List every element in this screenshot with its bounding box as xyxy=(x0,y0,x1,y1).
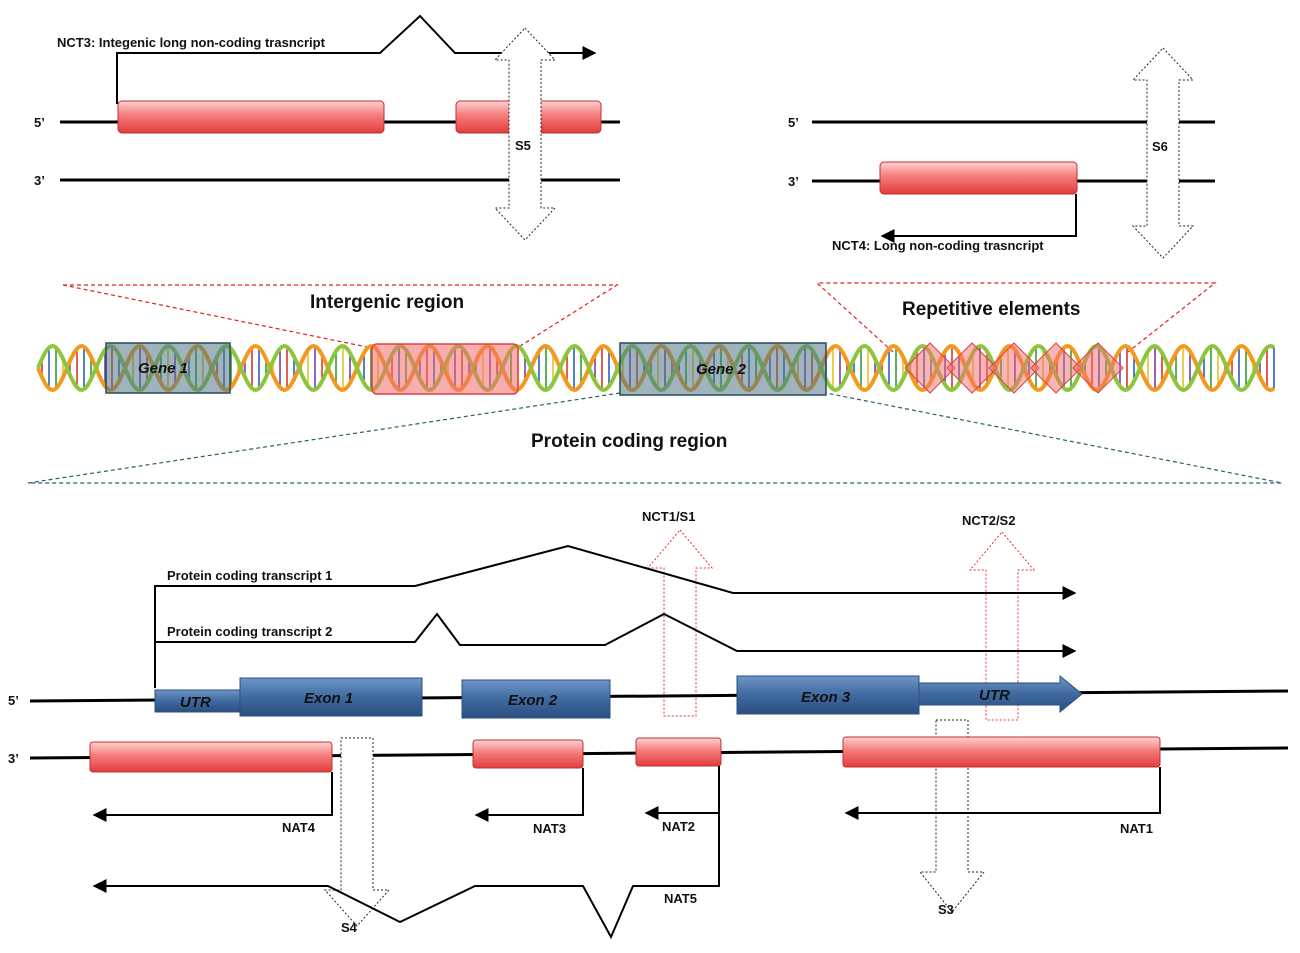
protein-coding-region-label: Protein coding region xyxy=(531,431,727,452)
repeat-diamond xyxy=(946,342,998,394)
nct2-s2-arrow-icon xyxy=(968,531,1036,721)
exon2-label: Exon 2 xyxy=(508,692,558,709)
repetitive-zoom-lines xyxy=(815,282,1217,353)
nct2-s2-label: NCT2/S2 xyxy=(962,513,1015,528)
five-prime-label-top-left: 5’ xyxy=(34,115,45,130)
nct3-exon-1 xyxy=(117,100,385,134)
nct3-label: NCT3: Integenic long non-coding trasncri… xyxy=(57,35,326,50)
pct2-label: Protein coding transcript 2 xyxy=(167,624,332,639)
nct3-transcript-line xyxy=(116,14,597,104)
s6-double-arrow-icon xyxy=(1131,47,1195,259)
pct2-transcript-line xyxy=(155,612,1077,658)
nct4-label: NCT4: Long non-coding trasncript xyxy=(832,238,1044,253)
repetitive-element-diamonds xyxy=(904,342,1124,394)
five-prime-label-bottom: 5’ xyxy=(8,693,19,708)
nat1-transcript-line xyxy=(844,767,1161,820)
s6-label: S6 xyxy=(1152,139,1168,154)
intergenic-region-label: Intergenic region xyxy=(310,292,464,313)
s4-label: S4 xyxy=(341,920,358,935)
nat1-label: NAT1 xyxy=(1120,821,1153,836)
intergenic-zoom-line-left xyxy=(62,284,373,349)
pct1-transcript-line xyxy=(154,544,1077,688)
nat5-label: NAT5 xyxy=(664,891,697,906)
three-prime-label-top-right: 3’ xyxy=(788,174,799,189)
repetitive-elements-label: Repetitive elements xyxy=(902,299,1080,320)
s5-label: S5 xyxy=(515,138,531,153)
exon1-label: Exon 1 xyxy=(304,690,353,707)
top-left-panel: NCT3: Integenic long non-coding trasncri… xyxy=(34,14,620,241)
nat3-exon xyxy=(472,739,584,769)
dna-region: Intergenic region Repetitive elements Ge… xyxy=(27,282,1283,484)
utr-5prime-label: UTR xyxy=(180,694,211,711)
intergenic-box xyxy=(371,343,519,395)
utr-3prime-arrow xyxy=(918,674,1083,714)
s4-arrow-icon xyxy=(323,737,391,927)
nat4-label: NAT4 xyxy=(282,820,316,835)
repeat-diamond xyxy=(904,342,956,394)
s3-label: S3 xyxy=(938,902,954,917)
nat3-transcript-line xyxy=(474,768,584,822)
nat1-exon xyxy=(842,736,1161,768)
gene2-box xyxy=(619,342,827,396)
intergenic-zoom-line-right xyxy=(63,284,620,349)
gene1-label: Gene 1 xyxy=(138,360,188,377)
bottom-panel: NCT1/S1 NCT2/S2 Protein coding transcrip… xyxy=(8,509,1289,940)
nat2-exon xyxy=(635,737,722,767)
repeat-diamond xyxy=(1072,342,1124,394)
three-prime-label-top-left: 3’ xyxy=(34,173,45,188)
gene2-label: Gene 2 xyxy=(696,361,747,378)
top-right-panel: 5’ 3’ NCT4: Long non-coding trasncript S… xyxy=(788,47,1215,259)
protein-coding-zoom-lines xyxy=(27,392,1283,484)
nct4-transcript-line xyxy=(880,194,1077,243)
exon3-label: Exon 3 xyxy=(801,689,851,706)
nat4-exon xyxy=(89,741,333,773)
repeat-diamond xyxy=(988,342,1040,394)
three-prime-label-bottom: 3’ xyxy=(8,751,19,766)
nat5-transcript-line xyxy=(92,766,720,940)
gene1-box xyxy=(105,342,231,394)
nct1-s1-label: NCT1/S1 xyxy=(642,509,695,524)
nct4-exon xyxy=(879,161,1078,195)
nat3-label: NAT3 xyxy=(533,821,566,836)
utr-3prime-label: UTR xyxy=(979,687,1010,704)
exon3 xyxy=(736,675,920,715)
nat2-label: NAT2 xyxy=(662,819,695,834)
exon2 xyxy=(461,679,611,719)
exon1 xyxy=(239,677,423,717)
nat4-transcript-line xyxy=(92,772,333,822)
repeat-diamond xyxy=(1030,342,1082,394)
s5-double-arrow-icon xyxy=(493,27,557,241)
pct1-label: Protein coding transcript 1 xyxy=(167,568,332,583)
five-prime-label-top-right: 5’ xyxy=(788,115,799,130)
